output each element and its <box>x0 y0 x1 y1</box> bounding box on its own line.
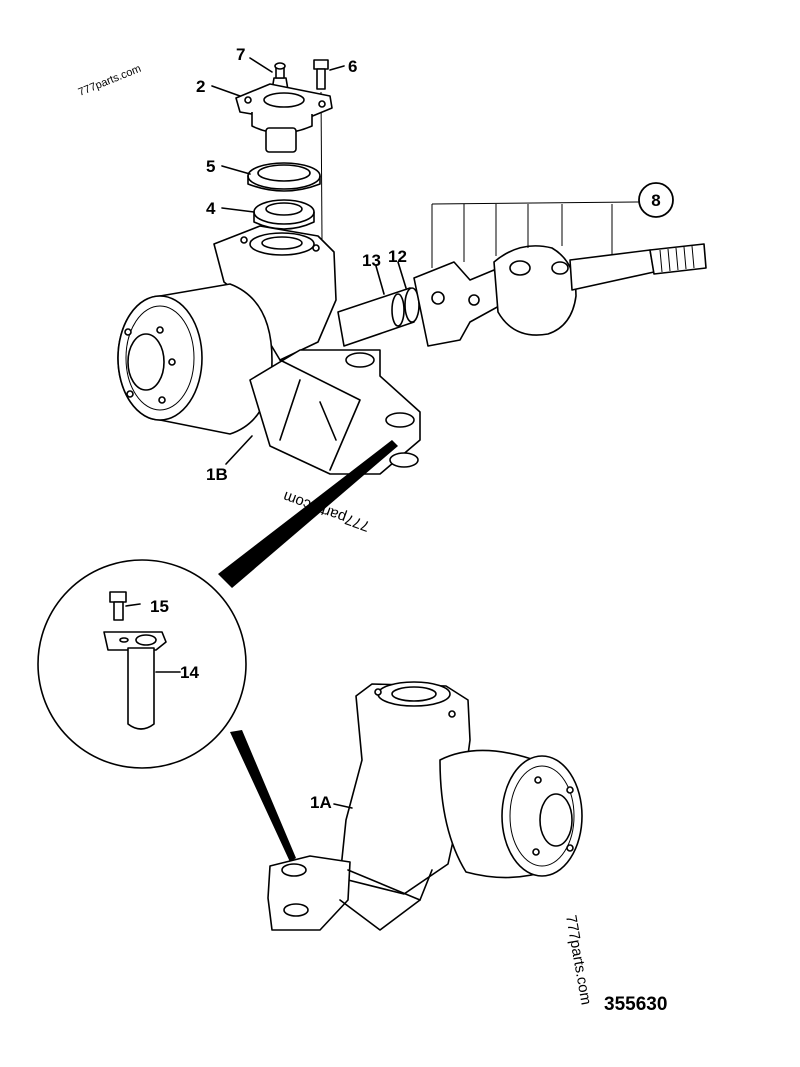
drawing-number: 355630 <box>604 994 667 1015</box>
callout-1b: 1B <box>206 465 228 484</box>
knuckle-housing-1b <box>117 225 421 475</box>
bearing-cap-part <box>235 83 333 153</box>
callout-8-circle <box>638 182 674 218</box>
leader-lines <box>125 57 407 809</box>
callout-2: 2 <box>196 77 205 96</box>
callout-6: 6 <box>348 57 357 76</box>
bolt-part-6 <box>313 59 329 241</box>
callout-15: 15 <box>150 597 169 616</box>
detail-connector-wedge <box>218 440 398 588</box>
watermark-bottom-right: 777parts.com <box>562 914 595 1006</box>
callout-5: 5 <box>206 157 215 176</box>
callout-4: 4 <box>206 199 216 218</box>
callout-14: 14 <box>180 663 199 682</box>
callout-7: 7 <box>236 45 245 64</box>
callout-8: 8 <box>651 191 660 210</box>
detail-connector-wedge-lower <box>230 730 296 862</box>
knuckle-housing-1a <box>267 681 583 931</box>
seal-part <box>247 162 321 192</box>
callout-1a: 1A <box>310 793 332 812</box>
bearing-part <box>253 199 315 230</box>
drive-shaft-assembly <box>337 201 707 347</box>
callout-13: 13 <box>362 251 381 270</box>
watermark-top-left: 777parts.com <box>77 63 143 99</box>
callout-12: 12 <box>388 247 407 266</box>
detail-circle <box>37 559 247 769</box>
